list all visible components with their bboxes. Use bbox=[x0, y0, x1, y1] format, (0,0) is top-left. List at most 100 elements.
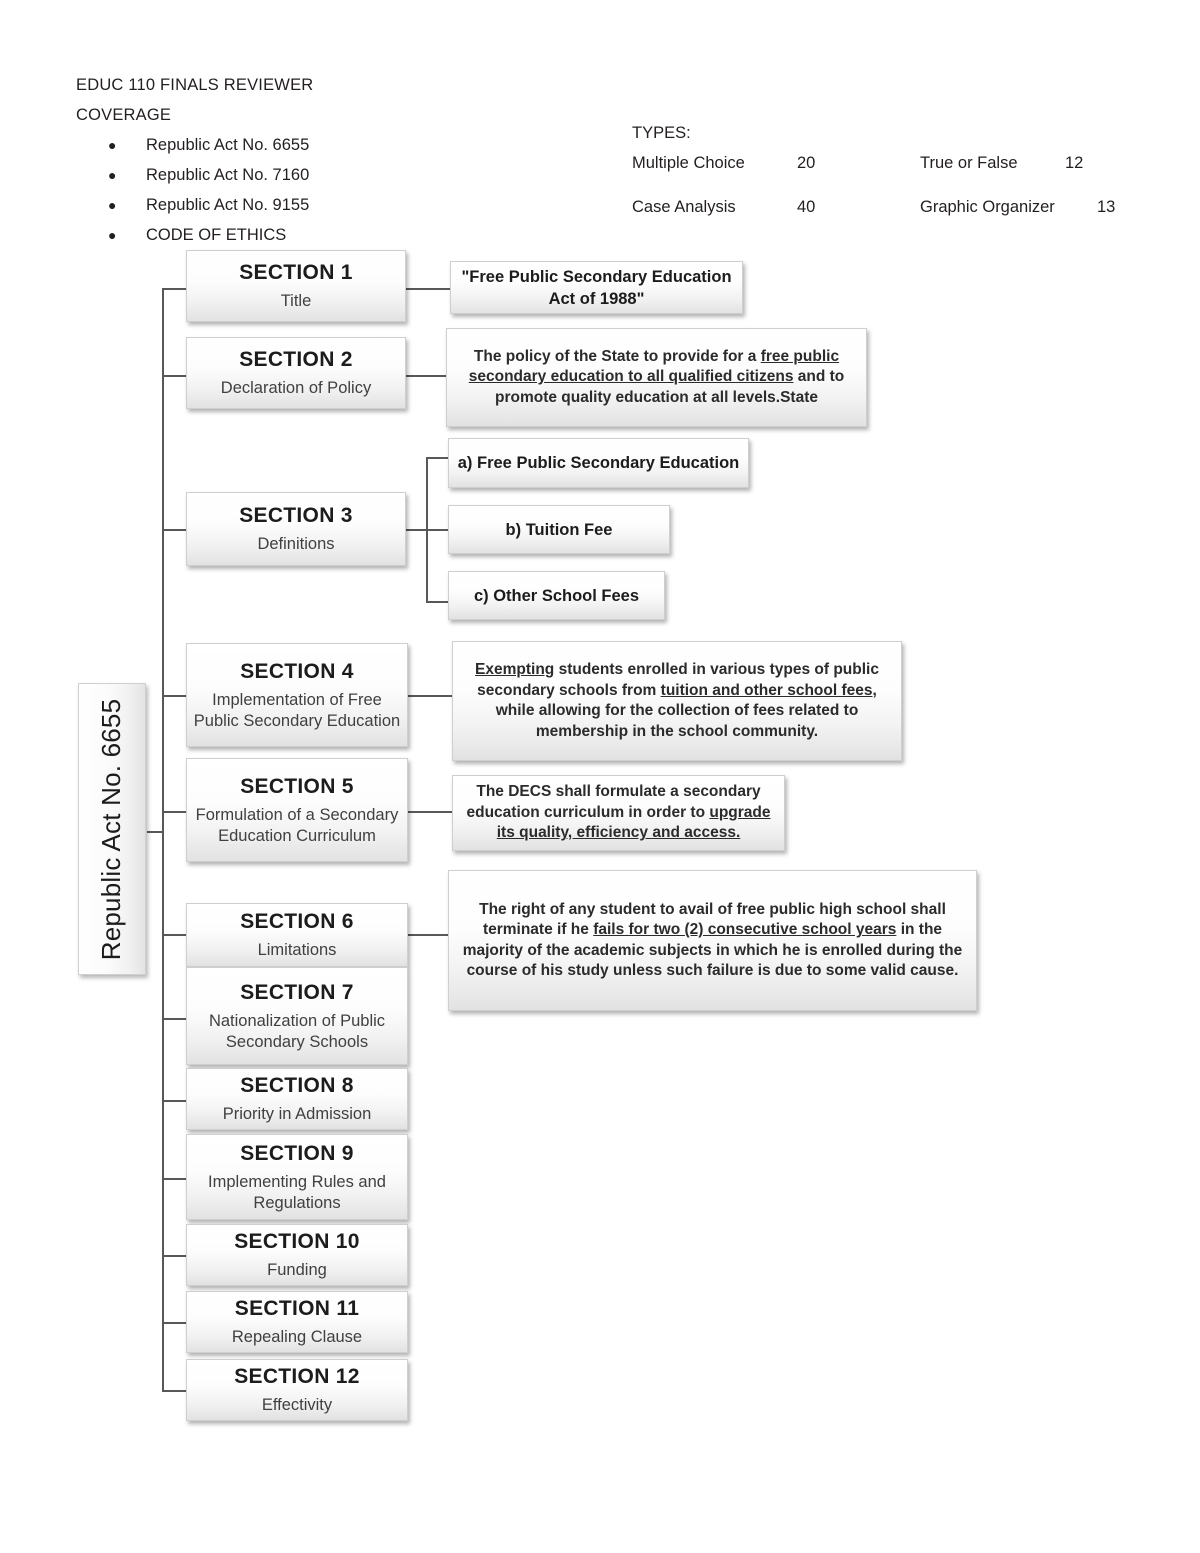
bullet-icon: ● bbox=[108, 227, 117, 243]
types-heading: TYPES: bbox=[632, 124, 691, 142]
connector-to-section-3 bbox=[162, 529, 188, 531]
detail-section-6[interactable]: The right of any student to avail of fre… bbox=[448, 870, 977, 1011]
connector-section4-detail bbox=[406, 695, 452, 697]
node-subtitle: Priority in Admission bbox=[222, 1105, 372, 1123]
node-subtitle: Declaration of Policy bbox=[220, 379, 372, 397]
connector-to-section-2 bbox=[162, 375, 188, 377]
types-left-label: Case Analysis bbox=[632, 198, 736, 216]
detail-text-underlined: upgrade its quality, efficiency and acce… bbox=[496, 803, 771, 842]
document-header: EDUC 110 FINALS REVIEWER COVERAGE ● Repu… bbox=[76, 70, 616, 250]
detail-text-pre: The policy of the State to provide for a bbox=[473, 347, 761, 365]
connector-section3-a bbox=[426, 457, 448, 459]
connector-root-stub bbox=[147, 831, 164, 833]
node-section-3[interactable]: SECTION 3 Definitions bbox=[186, 492, 406, 566]
connector-to-section-11 bbox=[162, 1322, 188, 1324]
types-right-label: True or False bbox=[920, 154, 1018, 172]
detail-section-1[interactable]: "Free Public Secondary Education Act of … bbox=[450, 261, 743, 314]
bullet-icon: ● bbox=[108, 137, 117, 153]
detail-text-underlined: fails for two (2) consecutive school yea… bbox=[593, 921, 897, 938]
connector-to-section-12 bbox=[162, 1390, 188, 1392]
node-section-7[interactable]: SECTION 7 Nationalization of Public Seco… bbox=[186, 967, 408, 1065]
connector-section6-detail bbox=[406, 934, 452, 936]
detail-text: The DECS shall formulate a secondary edu… bbox=[459, 782, 778, 844]
node-title: SECTION 7 bbox=[240, 980, 354, 1004]
detail-text-pre: The right of any student to avail of fre… bbox=[479, 900, 946, 939]
detail-text-underlined: Exempting bbox=[475, 661, 555, 678]
node-subtitle: Implementing Rules and Regulations bbox=[208, 1172, 386, 1212]
connector-section3-b bbox=[426, 529, 448, 531]
node-subtitle: Title bbox=[280, 292, 312, 310]
detail-text: The policy of the State to provide for a… bbox=[453, 347, 860, 409]
connector-to-section-10 bbox=[162, 1255, 188, 1257]
bullet-icon: ● bbox=[108, 197, 117, 213]
connector-to-section-8 bbox=[162, 1100, 188, 1102]
types-left-value: 20 bbox=[797, 154, 816, 172]
list-item: ● CODE OF ETHICS bbox=[76, 220, 616, 250]
node-section-1[interactable]: SECTION 1 Title bbox=[186, 250, 406, 322]
node-subtitle: Implementation of Free Public Secondary … bbox=[193, 690, 401, 730]
list-item-label: Republic Act No. 6655 bbox=[146, 136, 310, 154]
detail-text: "Free Public Secondary Education Act of … bbox=[461, 267, 732, 308]
list-item: ● Republic Act No. 7160 bbox=[76, 160, 616, 190]
detail-text-post: while allowing for the collection of fee… bbox=[495, 702, 859, 740]
connector-trunk-vertical bbox=[162, 288, 164, 1392]
node-section-9[interactable]: SECTION 9 Implementing Rules and Regulat… bbox=[186, 1134, 408, 1220]
detail-text-pre: The DECS shall formulate a secondary edu… bbox=[466, 783, 761, 821]
page-title: EDUC 110 FINALS REVIEWER bbox=[76, 76, 314, 94]
root-node-republic-act-6655[interactable]: Republic Act No. 6655 bbox=[78, 683, 146, 975]
detail-section-2[interactable]: The policy of the State to provide for a… bbox=[446, 328, 867, 427]
node-title: SECTION 2 bbox=[239, 348, 353, 371]
node-section-11[interactable]: SECTION 11 Repealing Clause bbox=[186, 1291, 408, 1353]
connector-to-section-9 bbox=[162, 1178, 188, 1180]
coverage-label: COVERAGE bbox=[76, 106, 172, 124]
list-item-label: Republic Act No. 9155 bbox=[146, 196, 310, 214]
detail-section-5[interactable]: The DECS shall formulate a secondary edu… bbox=[452, 775, 785, 851]
connector-to-section-7 bbox=[162, 1018, 188, 1020]
connector-section3-c bbox=[426, 601, 448, 603]
detail-text: The right of any student to avail of fre… bbox=[455, 900, 970, 982]
connector-section1-detail bbox=[406, 288, 450, 290]
node-section-5[interactable]: SECTION 5 Formulation of a Secondary Edu… bbox=[186, 758, 408, 862]
node-subtitle: Funding bbox=[267, 1261, 327, 1279]
node-section-12[interactable]: SECTION 12 Effectivity bbox=[186, 1359, 408, 1421]
detail-section-3-c[interactable]: c) Other School Fees bbox=[448, 571, 665, 620]
node-section-2[interactable]: SECTION 2 Declaration of Policy bbox=[186, 337, 406, 409]
detail-text-post: and to promote quality education at all … bbox=[494, 368, 845, 406]
node-title: SECTION 10 bbox=[234, 1230, 360, 1253]
node-subtitle: Formulation of a Secondary Education Cur… bbox=[195, 805, 399, 845]
types-row: Case Analysis 40 Graphic Organizer 13 bbox=[632, 192, 1152, 236]
detail-text-mid: students enrolled in various types of pu… bbox=[477, 661, 879, 699]
list-item: ● Republic Act No. 9155 bbox=[76, 190, 616, 220]
connector-section5-detail bbox=[406, 811, 452, 813]
detail-text-post: in the majority of the academic subjects… bbox=[462, 921, 963, 979]
detail-text: b) Tuition Fee bbox=[505, 520, 613, 539]
node-section-8[interactable]: SECTION 8 Priority in Admission bbox=[186, 1068, 408, 1130]
node-subtitle: Limitations bbox=[257, 941, 337, 959]
detail-text: a) Free Public Secondary Education bbox=[457, 454, 740, 472]
detail-section-4[interactable]: Exempting students enrolled in various t… bbox=[452, 641, 902, 761]
node-subtitle: Repealing Clause bbox=[231, 1328, 363, 1346]
node-section-10[interactable]: SECTION 10 Funding bbox=[186, 1224, 408, 1286]
node-title: SECTION 11 bbox=[234, 1297, 360, 1320]
connector-section3-stem bbox=[406, 529, 428, 531]
node-subtitle: Nationalization of Public Secondary Scho… bbox=[208, 1011, 386, 1051]
node-title: SECTION 8 bbox=[240, 1074, 354, 1097]
detail-section-3-a[interactable]: a) Free Public Secondary Education bbox=[448, 438, 749, 488]
types-right-value: 12 bbox=[1065, 154, 1084, 172]
node-title: SECTION 3 bbox=[239, 504, 353, 527]
node-title: SECTION 4 bbox=[240, 659, 354, 683]
node-subtitle: Definitions bbox=[257, 535, 335, 553]
node-section-6[interactable]: SECTION 6 Limitations bbox=[186, 903, 408, 967]
connector-to-section-1 bbox=[162, 288, 188, 290]
types-left-label: Multiple Choice bbox=[632, 154, 745, 172]
detail-text-underlined-2: tuition and other school fees, bbox=[660, 681, 877, 699]
node-section-4[interactable]: SECTION 4 Implementation of Free Public … bbox=[186, 643, 408, 747]
coverage-list: ● Republic Act No. 6655 ● Republic Act N… bbox=[76, 130, 616, 250]
detail-section-3-b[interactable]: b) Tuition Fee bbox=[448, 505, 670, 554]
node-title: SECTION 1 bbox=[239, 261, 353, 284]
connector-to-section-4 bbox=[162, 695, 188, 697]
list-item-label: Republic Act No. 7160 bbox=[146, 166, 310, 184]
detail-text: c) Other School Fees bbox=[473, 586, 640, 605]
node-subtitle: Effectivity bbox=[261, 1396, 333, 1414]
